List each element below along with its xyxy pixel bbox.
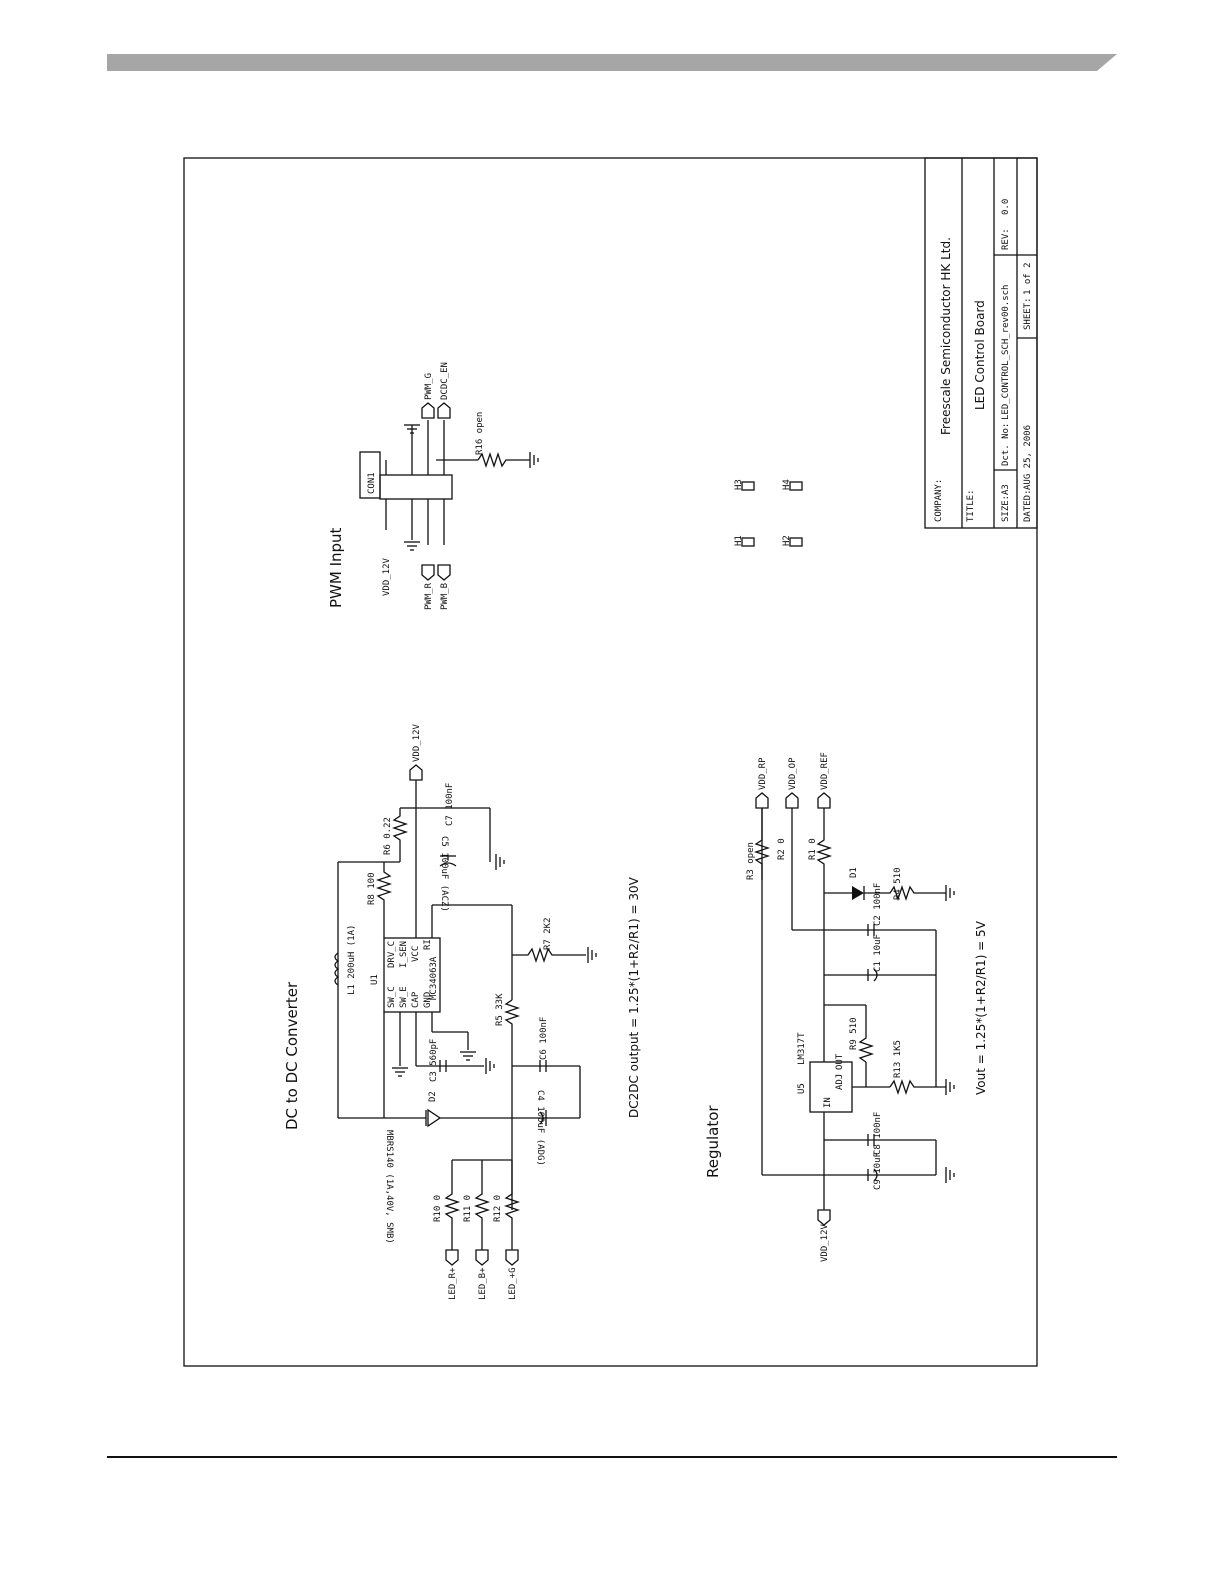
c2-label: C2 100nF — [873, 883, 883, 926]
sheet-label: SHEET: — [1023, 297, 1033, 330]
pwm-vdd12-label: VDD_12V — [382, 557, 392, 596]
drawing-frame — [183, 157, 1038, 1367]
vdd-rp-port: VDD_RP — [758, 757, 768, 790]
c7-label: C7 100nF — [445, 783, 455, 826]
regulator-section-title: Regulator — [704, 1105, 722, 1178]
pwm-section-title: PWM Input — [327, 527, 345, 608]
u1-pin-isen: I_SEN — [399, 941, 409, 968]
l1-label: L1 200uH (1A) — [347, 925, 357, 995]
footer-rule — [107, 1456, 1117, 1458]
u5-ref: U5 — [797, 1083, 807, 1094]
h1-label: H1 — [734, 535, 744, 546]
u1-part: MC34063A — [429, 956, 439, 1000]
connector-con1 — [379, 474, 453, 500]
regulator-block: U5 LM317T IN ADJ OUT VDD_12V C8 100nF C9… — [746, 752, 955, 1262]
r5-label: R5 33K — [495, 993, 505, 1026]
company-label: COMPANY: — [934, 479, 944, 522]
u1-chip — [383, 937, 441, 1013]
h2-label: H2 — [782, 535, 792, 546]
header-band — [107, 54, 1117, 71]
r1-label: R1 0 — [808, 838, 818, 860]
c6-label: C6 100nF — [539, 1017, 549, 1060]
r16-label: R16 open — [475, 412, 485, 455]
r13-label: R13 1K5 — [893, 1040, 903, 1078]
r9-label: R9 510 — [849, 1017, 859, 1050]
led-g-port: LED_+G — [508, 1267, 518, 1300]
date-label: DATED: — [1023, 489, 1033, 522]
doc-label: Dct. No: — [1001, 423, 1011, 466]
r12-label: R12 0 — [493, 1195, 503, 1222]
u1-ref: U1 — [370, 974, 380, 985]
r7-label: R7 2K2 — [543, 917, 553, 950]
dcdc-formula: DC2DC output = 1.25*(1+R2/R1) = 30V — [627, 876, 641, 1118]
r3-label: R3 open — [746, 842, 756, 880]
u1-pin-vcc: VCC — [411, 946, 421, 962]
vdd-ref-port: VDD_REF — [820, 752, 830, 790]
r8-label: R8 100 — [367, 872, 377, 905]
r11-label: R11 0 — [463, 1195, 473, 1222]
con1-label: CON1 — [367, 472, 377, 494]
r10-label: R10 0 — [433, 1195, 443, 1222]
doc-number: LED_CONTROL_SCH_rev00.sch — [1001, 285, 1011, 420]
u1-pin-cap: CAP — [411, 991, 421, 1008]
u5-pin-out: OUT — [835, 1053, 845, 1070]
pwm-r-port: PWM_R — [424, 582, 434, 610]
u1-pin-gnd: GND — [423, 992, 433, 1008]
r6-label: R6 0.22 — [383, 817, 393, 855]
c5-label: C5 100uF (ACZ) — [439, 836, 449, 912]
company-name: Freescale Semiconductor HK Ltd. — [939, 237, 953, 435]
regulator-formula: Vout = 1.25*(1+R2/R1) = 5V — [974, 920, 988, 1095]
u1-pin-ri: RI — [423, 939, 433, 950]
rev-label: REV: — [1001, 228, 1011, 250]
u1-pin-swe: SW_E — [399, 986, 409, 1008]
h3-label: H3 — [734, 479, 744, 490]
pwm-g-port: PWM_G — [424, 373, 434, 400]
led-b-port: LED_B+ — [478, 1267, 488, 1300]
dcdc-block: U1 MC34063A SW_C SW_E CAP GND DRV_C I_SE… — [334, 723, 597, 1300]
u5-pin-in: IN — [823, 1097, 833, 1108]
pwm-input-block: CON1 R16 open VDD_12V PWM_R PWM_B PWM_G … — [359, 362, 539, 610]
pwm-b-port: PWM_B — [440, 583, 450, 610]
dcdc-section-title: DC to DC Converter — [283, 981, 301, 1130]
c1-label: C1 10uF — [873, 934, 883, 972]
u1-pin-swc: SW_C — [387, 986, 397, 1008]
c8-label: C8 100nF — [873, 1112, 883, 1155]
dcdc-en-port: DCDC_EN — [440, 362, 450, 400]
c3-label: C3 560pF — [429, 1039, 439, 1082]
size-value: A3 — [1001, 484, 1011, 495]
u5-part: LM317T — [797, 1032, 807, 1065]
r4-label: R4 510 — [893, 867, 903, 900]
reg-vdd12-port: VDD_12V — [820, 1223, 830, 1262]
u1-pin-drvc: DRV_C — [387, 941, 397, 968]
c9-label: C9 10uF — [873, 1152, 883, 1190]
d1-label: D1 — [849, 867, 859, 878]
sheet-value: 1 of 2 — [1023, 262, 1033, 295]
title-block: COMPANY: Freescale Semiconductor HK Ltd.… — [924, 157, 1038, 529]
led-r-port: LED_R+ — [448, 1267, 458, 1300]
board-title: LED Control Board — [973, 300, 987, 410]
size-label: SIZE: — [1001, 495, 1011, 522]
mounting-holes: H1 H3 H2 H4 — [734, 479, 803, 547]
c4-label: C4 100uF (ADG) — [535, 1090, 545, 1166]
d2-part-label: MBRS140 (1A,40V, SMB) — [384, 1130, 394, 1244]
r2-label: R2 0 — [777, 838, 787, 860]
d2-label: D2 — [428, 1091, 438, 1102]
date-value: AUG 25, 2006 — [1023, 425, 1033, 490]
dcdc-vdd12-port: VDD_12V — [412, 723, 422, 762]
h4-label: H4 — [782, 479, 792, 490]
rev-value: 0.0 — [1001, 199, 1011, 215]
vdd-op-port: VDD_OP — [788, 757, 798, 790]
title-label: TITLE: — [966, 489, 976, 522]
u5-pin-adj: ADJ — [835, 1074, 845, 1090]
